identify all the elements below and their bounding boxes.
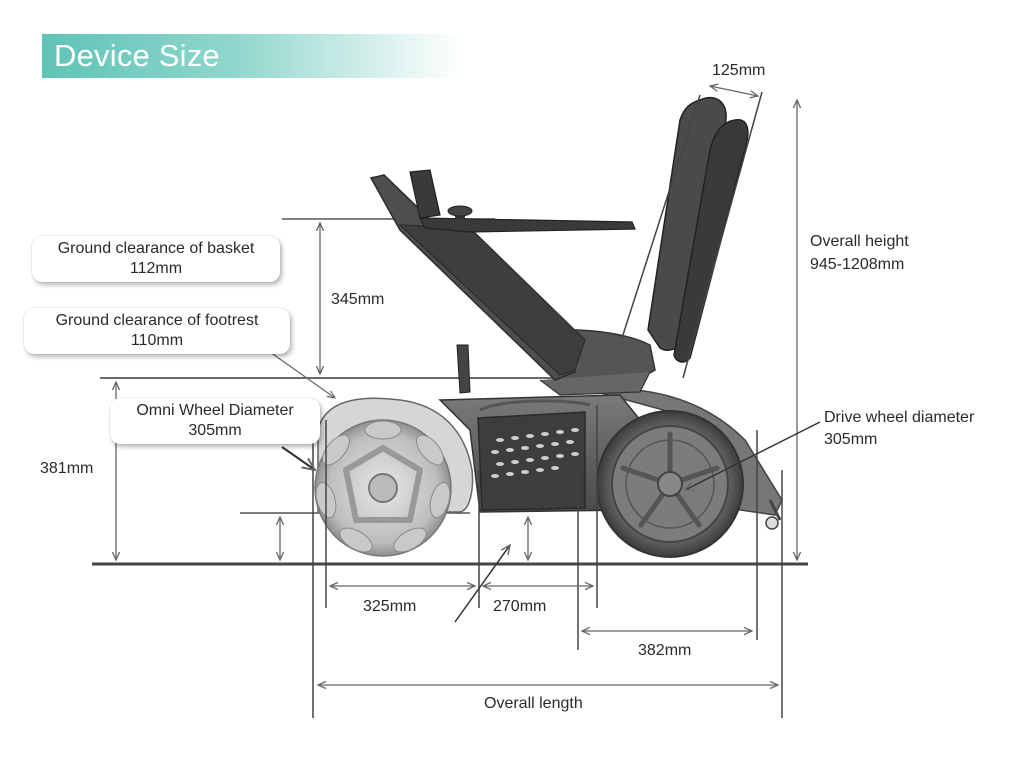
drive-wheel-value: 305mm: [824, 431, 878, 448]
title-banner: [42, 34, 462, 78]
joystick: [447, 205, 473, 220]
footrest-leader: [269, 351, 335, 398]
footrest-height-value: 381mm: [40, 460, 94, 477]
backrest-width-dimension: [710, 86, 758, 96]
basket-clearance-value: 112mm: [129, 260, 183, 277]
omni-wheel-value: 305mm: [188, 422, 242, 439]
footrest-clearance-value: 110mm: [130, 332, 184, 349]
backrest: [621, 91, 763, 379]
seat-height-value: 345mm: [331, 291, 385, 308]
page-title: Device Size: [54, 38, 220, 73]
omni-wheel-callout: Omni Wheel Diameter 305mm: [110, 398, 320, 444]
armrest-tray: [419, 217, 636, 233]
basket-length-value: 270mm: [493, 598, 547, 615]
basket: [477, 399, 591, 511]
basket-clearance-callout: Ground clearance of basket 112mm: [32, 236, 280, 282]
omni-wheel-label: Omni Wheel Diameter: [136, 402, 294, 419]
omni-wheel: [314, 419, 452, 557]
rear-section-value: 382mm: [638, 642, 692, 659]
basket-leader: [454, 545, 510, 623]
wheelchair-illustration: [314, 91, 783, 558]
front-section-value: 325mm: [363, 598, 417, 615]
footrest-clearance-label: Ground clearance of footrest: [55, 312, 259, 329]
overall-length-label: Overall length: [484, 695, 583, 712]
drive-wheel-leader: [685, 421, 821, 490]
drive-wheel-label: Drive wheel diameter: [824, 409, 975, 426]
overall-height-label: Overall height: [810, 233, 909, 250]
overall-height-value: 945-1208mm: [810, 256, 905, 273]
drive-wheel: [596, 410, 744, 558]
basket-clearance-label: Ground clearance of basket: [57, 240, 255, 257]
backrest-width-value: 125mm: [712, 62, 766, 79]
footrest-clearance-callout: Ground clearance of footrest 110mm: [24, 308, 290, 354]
omni-leader: [281, 446, 315, 470]
